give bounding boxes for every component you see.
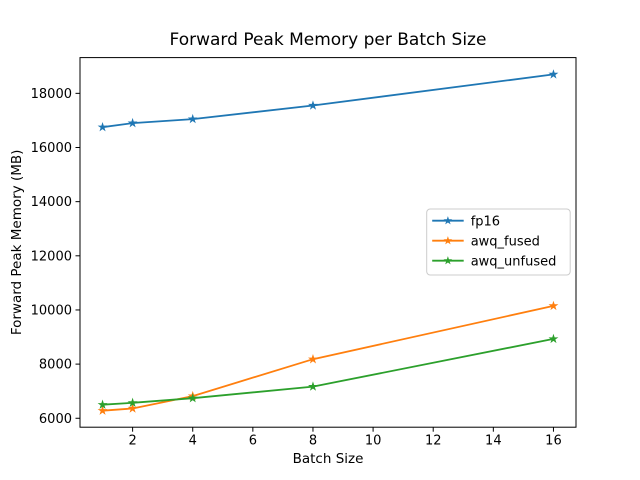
data-point-marker-awq_fused bbox=[127, 403, 138, 413]
y-tick-label: 16000 bbox=[31, 141, 72, 156]
x-tick-label: 4 bbox=[189, 434, 197, 449]
y-tick-label: 6000 bbox=[39, 412, 72, 427]
data-point-marker-fp16 bbox=[548, 69, 559, 79]
legend: fp16 awq_fused awq_unfused bbox=[426, 208, 571, 276]
data-point-marker-fp16 bbox=[97, 121, 108, 132]
data-point-marker-fp16 bbox=[308, 100, 318, 110]
data-point-marker-fp16 bbox=[187, 113, 198, 124]
data-point-marker-awq_unfused bbox=[127, 397, 138, 408]
x-tick-label: 16 bbox=[545, 434, 562, 449]
series-fp16 bbox=[97, 69, 559, 132]
series-line-awq_unfused bbox=[101, 337, 555, 406]
legend-label-fp16: fp16 bbox=[471, 214, 500, 229]
y-tick-label: 10000 bbox=[31, 304, 72, 319]
data-point-marker-awq_unfused bbox=[308, 381, 318, 391]
data-point-marker-awq_fused bbox=[97, 405, 108, 415]
legend-label-awq_unfused: awq_unfused bbox=[471, 254, 557, 269]
data-point-marker-awq_fused bbox=[548, 300, 559, 311]
data-point-marker-awq_unfused bbox=[97, 399, 108, 409]
legend-label-awq_fused: awq_fused bbox=[471, 234, 540, 249]
x-tick-label: 6 bbox=[249, 434, 257, 449]
y-tick-label: 12000 bbox=[31, 249, 72, 264]
y-tick-label: 8000 bbox=[39, 358, 72, 373]
legend-marker-awq_unfused bbox=[443, 256, 453, 265]
x-tick-label: 8 bbox=[309, 434, 317, 449]
y-tick-label: 18000 bbox=[31, 87, 72, 102]
data-point-marker-awq_fused bbox=[308, 354, 318, 364]
series-line-awq_fused bbox=[101, 304, 555, 412]
legend-entry-awq_fused: awq_fused bbox=[432, 234, 540, 249]
y-axis-label: Forward Peak Memory (MB) bbox=[9, 150, 25, 336]
series-line-fp16 bbox=[101, 73, 555, 129]
x-tick-label: 12 bbox=[425, 434, 442, 449]
plot-area: 2 4 6 8 10 12 14 16 6000 8000 10000 12000 14000 16000… bbox=[31, 57, 577, 449]
data-point-marker-awq_unfused bbox=[548, 333, 559, 344]
x-tick-label: 2 bbox=[128, 434, 136, 449]
legend-frame bbox=[426, 208, 571, 276]
series-awq_unfused bbox=[97, 333, 559, 409]
legend-marker-awq_fused bbox=[443, 236, 453, 245]
data-point-marker-awq_unfused bbox=[187, 393, 198, 403]
legend-entry-fp16: fp16 bbox=[432, 214, 500, 229]
chart-title: Forward Peak Memory per Batch Size bbox=[170, 30, 487, 50]
x-axis-label: Batch Size bbox=[293, 451, 364, 467]
legend-marker-fp16 bbox=[443, 216, 453, 225]
data-point-marker-fp16 bbox=[127, 117, 138, 128]
x-tick-label: 14 bbox=[485, 434, 502, 449]
plot-border bbox=[79, 57, 577, 428]
y-tick-label: 14000 bbox=[31, 195, 72, 210]
x-tick-label: 10 bbox=[365, 434, 382, 449]
legend-entry-awq_unfused: awq_unfused bbox=[432, 254, 556, 269]
series-awq_fused bbox=[97, 300, 559, 415]
